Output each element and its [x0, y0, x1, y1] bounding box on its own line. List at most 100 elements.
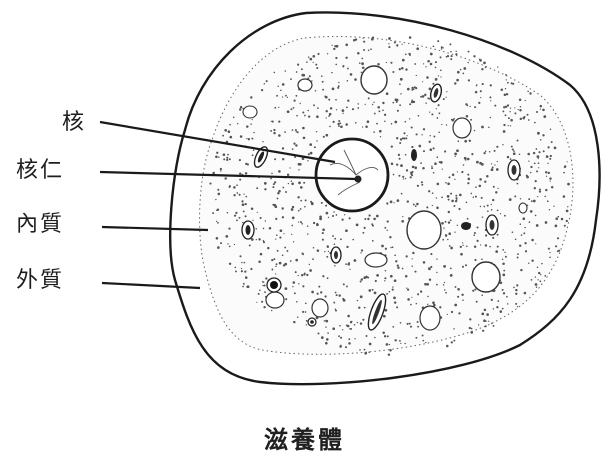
granule-dot: [235, 212, 237, 214]
granule-dot: [558, 250, 560, 252]
granule-dot: [440, 76, 441, 77]
granule-dot: [400, 78, 403, 81]
granule-dot: [320, 291, 322, 293]
granule-dot: [273, 258, 275, 260]
granule-dot: [300, 221, 302, 223]
granule-dot: [502, 308, 504, 310]
granule-dot: [353, 39, 356, 42]
granule-dot: [443, 98, 445, 100]
granule-dot: [567, 183, 570, 186]
granule-dot: [297, 317, 298, 318]
granule-dot: [292, 206, 294, 208]
granule-dot: [444, 289, 445, 290]
granule-dot: [549, 209, 550, 210]
granule-dot: [258, 261, 261, 264]
granule-dot: [517, 257, 519, 259]
granule-dot: [551, 141, 553, 143]
granule-dot: [505, 74, 507, 76]
granule-dot: [564, 225, 566, 227]
granule-dot: [548, 172, 550, 174]
granule-dot: [300, 200, 302, 202]
granule-dot: [382, 102, 384, 104]
granule-dot: [264, 291, 266, 293]
granule-dot: [454, 304, 457, 307]
granule-dot: [345, 43, 348, 46]
food-vacuole: [420, 306, 440, 330]
granule-dot: [243, 283, 245, 285]
granule-dot: [515, 303, 517, 305]
granule-dot: [454, 179, 455, 180]
granule-dot: [471, 153, 473, 155]
granule-dot: [536, 148, 538, 150]
granule-dot: [508, 117, 510, 119]
granule-dot: [458, 312, 460, 314]
granule-dot: [528, 262, 529, 263]
granule-dot: [239, 172, 241, 174]
granule-dot: [448, 211, 450, 213]
granule-dot: [278, 121, 280, 123]
granule-dot: [357, 103, 359, 105]
granule-dot: [284, 247, 286, 249]
granule-dot: [405, 53, 407, 55]
granule-dot: [497, 66, 498, 67]
granule-dot: [239, 194, 241, 196]
granule-dot: [338, 125, 340, 127]
granule-dot: [433, 45, 435, 47]
granule-dot: [331, 72, 333, 74]
granule-dot: [473, 234, 475, 236]
granule-dot: [480, 206, 481, 207]
granule-dot: [526, 175, 528, 177]
granule-dot: [439, 306, 441, 308]
granule-dot: [354, 338, 355, 339]
label-endoplasm: 內質: [16, 214, 64, 236]
granule-dot: [388, 46, 390, 48]
granule-dot: [322, 232, 324, 234]
granule-dot: [474, 232, 476, 234]
granule-dot: [401, 220, 404, 223]
granule-dot: [245, 276, 248, 279]
granule-dot: [433, 136, 435, 138]
granule-dot: [408, 53, 410, 55]
granule-dot: [217, 209, 219, 211]
granule-dot: [313, 104, 315, 106]
granule-dot: [271, 269, 273, 271]
granule-dot: [470, 119, 472, 121]
granule-dot: [496, 168, 499, 171]
granule-dot: [401, 193, 403, 195]
granule-dot: [363, 41, 365, 43]
granule-dot: [406, 135, 407, 136]
granule-dot: [327, 53, 328, 54]
granule-dot: [391, 123, 393, 125]
granule-dot: [368, 50, 370, 52]
granule-dot: [298, 275, 299, 276]
granule-dot: [503, 124, 505, 126]
granule-dot: [481, 163, 484, 166]
granule-dot: [421, 184, 423, 186]
granule-dot: [325, 134, 328, 137]
granule-dot: [286, 250, 288, 252]
granule-dot: [523, 217, 526, 220]
granule-dot: [491, 299, 493, 301]
granule-dot: [309, 75, 311, 77]
granule-dot: [389, 349, 392, 352]
granule-dot: [292, 217, 295, 220]
granule-dot: [239, 159, 241, 161]
granule-dot: [548, 248, 550, 250]
granule-dot: [422, 340, 424, 342]
granule-dot: [460, 69, 462, 71]
granule-dot: [425, 102, 426, 103]
granule-dot: [335, 310, 337, 312]
granule-dot: [313, 62, 314, 63]
granule-dot: [455, 197, 457, 199]
granule-dot: [400, 164, 403, 167]
granule-dot: [402, 176, 404, 178]
granule-dot: [488, 126, 490, 128]
granule-dot: [443, 47, 444, 48]
granule-dot: [329, 126, 331, 128]
granule-dot: [372, 104, 373, 105]
granule-dot: [342, 109, 345, 112]
granule-dot: [527, 114, 529, 116]
granule-dot: [389, 344, 390, 345]
granule-dot: [502, 259, 503, 260]
